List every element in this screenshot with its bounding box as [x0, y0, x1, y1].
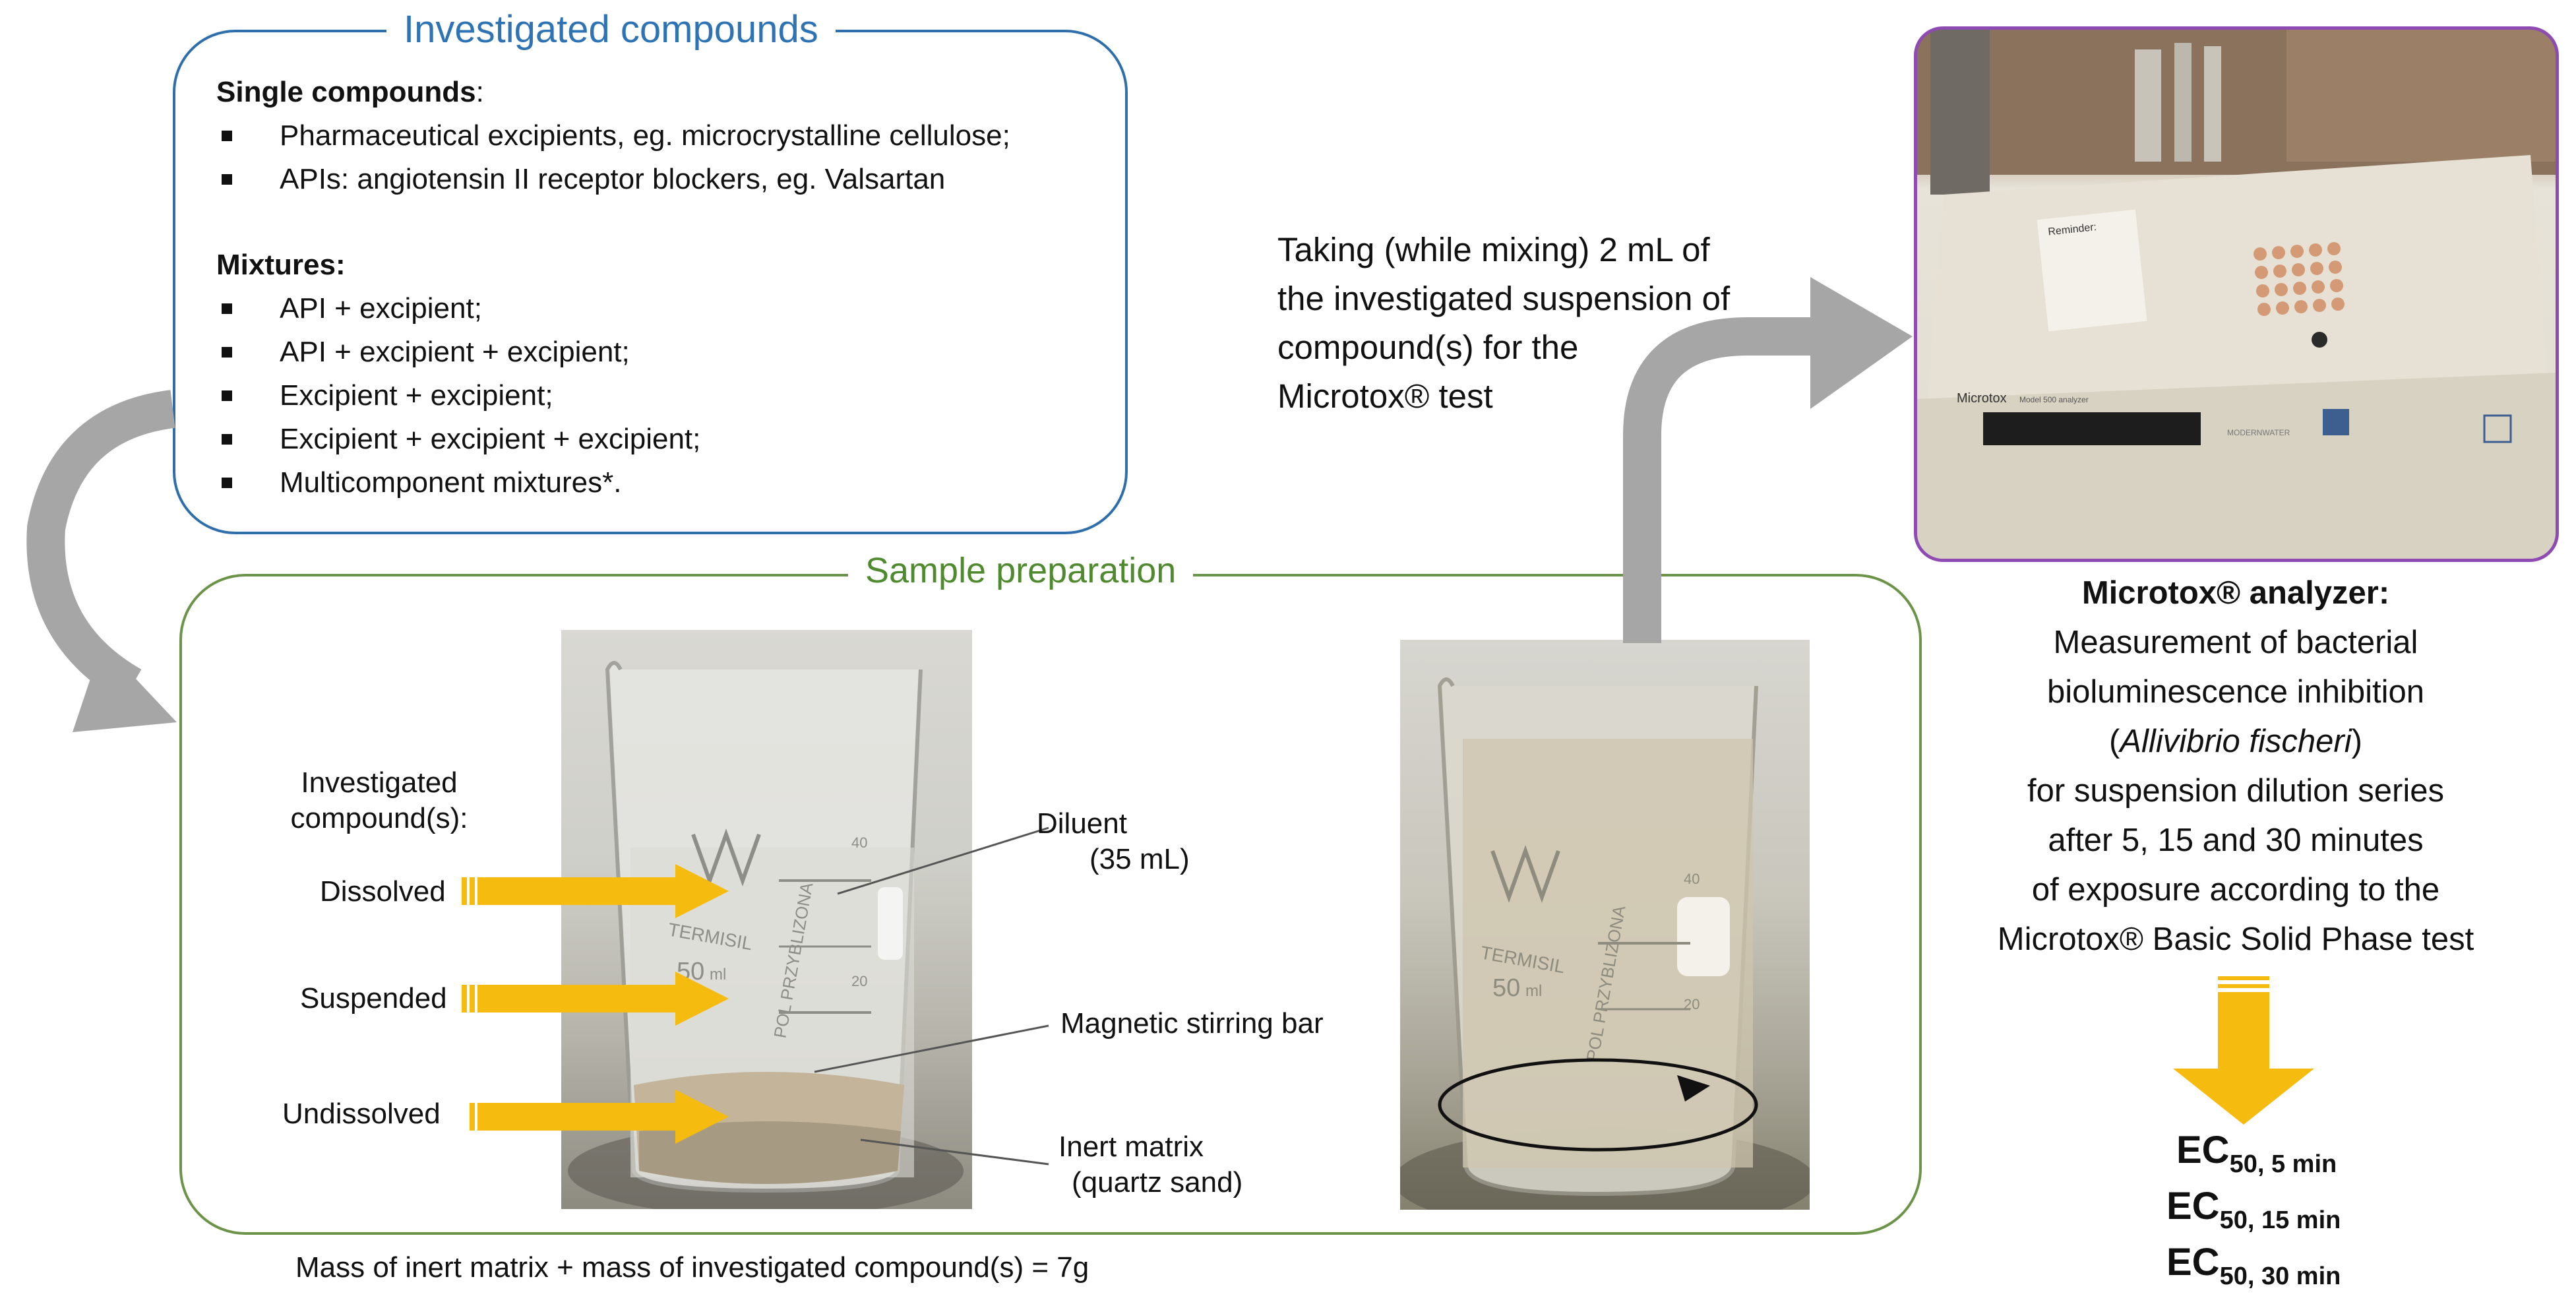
ec50-30min: EC50, 30 min	[2166, 1241, 2341, 1290]
list-item: APIs: angiotensin II receptor blockers, …	[216, 158, 1010, 201]
beaker-photo-mixing: TERMISIL 50 ml POL PRZYBLIZONA 40 20	[1400, 640, 1810, 1210]
undissolved-label: Undissolved	[282, 1098, 441, 1130]
list-item: Excipient + excipient;	[216, 374, 1010, 418]
diluent-label: Diluent (35 mL)	[1037, 807, 1190, 875]
beaker-photo-static: TERMISIL 50 ml POL PRZYBLIZONA 40 20	[561, 630, 972, 1209]
rotation-arrowhead-icon	[1677, 1075, 1710, 1102]
sample-preparation-box: Sample preparation	[179, 550, 1922, 1235]
list-item: API + excipient + excipient;	[216, 330, 1010, 374]
bullet-icon	[222, 434, 232, 445]
single-compounds-heading: Single compounds:	[216, 76, 484, 108]
stirring-bar-label: Magnetic stirring bar	[1060, 1007, 1324, 1040]
bullet-icon	[222, 347, 232, 358]
bullet-icon	[222, 131, 232, 141]
bullet-icon	[222, 478, 232, 488]
investigated-compounds-label: Investigated compound(s):	[290, 766, 468, 834]
suspended-label: Suspended	[300, 982, 447, 1014]
yellow-arrowhead-suspended-icon	[675, 972, 729, 1026]
investigated-compounds-box: Investigated compounds Single compounds:…	[173, 7, 1128, 534]
bullet-icon	[222, 390, 232, 401]
gray-curved-arrow-top	[1623, 317, 1833, 643]
beaker2-tick-40: 40	[1684, 871, 1700, 887]
list-item: Pharmaceutical excipients, eg. microcrys…	[216, 114, 1010, 158]
dissolved-label: Dissolved	[320, 875, 446, 908]
gray-arrowhead-left-icon	[73, 643, 177, 732]
beaker-unit-label: ml	[710, 966, 726, 983]
yellow-arrows	[462, 864, 2314, 1144]
beaker2-unit-label: ml	[1525, 982, 1542, 1000]
microtox-analyzer-photo: Reminder: Microtox Model 500 analyzer MO…	[1914, 26, 2559, 562]
investigated-compounds-title: Investigated compounds	[386, 7, 836, 51]
stirring-rotation-arrow	[1438, 1058, 1758, 1152]
list-item: Multicomponent mixtures*.	[216, 461, 1010, 505]
yellow-arrowhead-undissolved-icon	[675, 1090, 729, 1144]
ec50-15min: EC50, 15 min	[2166, 1185, 2341, 1234]
beaker-tick-20: 20	[851, 973, 867, 989]
analyzer-heading: Microtox® analyzer:	[2081, 575, 2390, 611]
inert-matrix-label: Inert matrix (quartz sand)	[1058, 1131, 1243, 1199]
transfer-description: Taking (while mixing) 2 mL of the invest…	[1277, 231, 1731, 415]
gray-arrowhead-top-icon	[1810, 277, 1913, 409]
bullet-icon	[222, 303, 232, 314]
device-brand-label: Microtox	[1957, 391, 2007, 406]
list-item: Excipient + excipient + excipient;	[216, 418, 1010, 461]
ec50-5min: EC50, 5 min	[2176, 1129, 2337, 1178]
beaker2-tick-20: 20	[1684, 996, 1700, 1012]
beaker2-volume-label: 50	[1492, 974, 1520, 1002]
bullet-icon	[222, 174, 232, 185]
yellow-arrowhead-dissolved-icon	[675, 864, 729, 918]
gray-curved-arrow-left	[26, 390, 176, 703]
device-maker-label: MODERNWATER	[2227, 428, 2290, 437]
list-item: API + excipient;	[216, 287, 1010, 330]
device-model-label: Model 500 analyzer	[2019, 395, 2089, 404]
sample-preparation-title: Sample preparation	[848, 550, 1194, 591]
mixtures-heading: Mixtures:	[216, 249, 346, 281]
analyzer-description: Microtox® analyzer: Measurement of bacte…	[1913, 569, 2559, 964]
beaker-tick-40: 40	[851, 834, 867, 851]
mass-note: Mass of inert matrix + mass of investiga…	[295, 1251, 1089, 1284]
yellow-arrowhead-down-icon	[2173, 1069, 2314, 1125]
compounds-list: Single compounds: Pharmaceutical excipie…	[216, 71, 1010, 505]
